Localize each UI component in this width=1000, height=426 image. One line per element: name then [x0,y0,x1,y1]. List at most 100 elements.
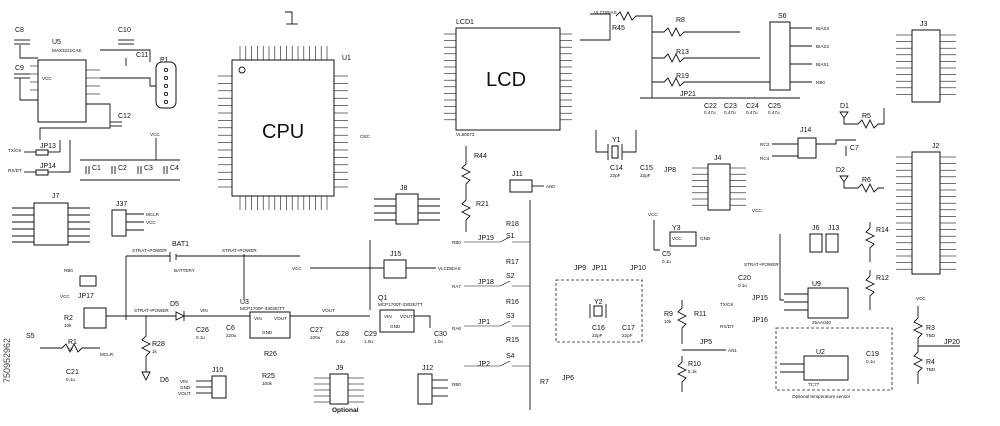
c5-val: 0.1u [662,259,671,264]
jp10-ref: JP10 [630,265,646,272]
strat-power-bat-label-l: STRAT+POWER [132,248,167,253]
battery-label: BATTERY [174,268,195,273]
r4-val: TBD [926,367,936,372]
r18-ref: R18 [506,221,519,228]
cpu-pins-bottom [239,196,328,210]
r4-ref: R4 [926,359,935,366]
q1-gnd-label: GND [390,324,401,329]
jp1-ref: JP1 [478,319,490,326]
lcd-pins [444,33,572,121]
c16-ref: C16 [592,325,605,332]
c14-val: 22pF [610,173,621,178]
c28-ref: C28 [336,331,349,338]
j2-header: J2 [896,143,956,275]
j10-ref: J10 [212,367,223,374]
q1-ref: Q1 [378,295,387,302]
y3-ref: Y3 [672,225,681,232]
r8-ref: R8 [676,17,685,24]
jp20-ref: JP20 [944,339,960,346]
vin-label: VIN [200,308,208,313]
r9-ref: R9 [664,311,673,318]
c9-ref: C9 [15,65,24,72]
jp18-ref: JP18 [478,279,494,286]
cpu-pins-left [218,75,232,188]
jp9-ref: JP9 [574,265,586,272]
u5-section: U5 MAX3221CAE VCC C8 C9 C10 C11 C12 P1 T… [8,27,180,181]
r3-val: TBD [926,333,936,338]
s5-ref: S5 [26,333,35,340]
u2-section: U2 TC77 Optional temperature sensor C19 … [775,327,893,399]
j8-ref: J8 [400,185,408,192]
j3-ref: J3 [920,21,928,28]
switch-contact [499,360,511,367]
c7-ref: C7 [850,145,859,152]
bias1-label: BIAS1 [816,62,829,67]
jp5-ref: JP5 [700,339,712,346]
q1-out-label: VOUT [400,314,413,319]
y2-osc-section: JP9 JP11 JP10 Y2 C16 C17 22pF 22pF [555,265,646,343]
r1-ref: R1 [68,339,77,346]
j37-vcc-label: VCC [146,220,156,225]
j6-ref: J6 [812,225,820,232]
ladder-rungs [464,236,530,367]
j10-gnd-label: GND [180,385,191,390]
r14-ref: R14 [876,227,889,234]
u5-vcc-pin-label: VCC [42,76,52,81]
y1-ref: Y1 [612,137,621,144]
optional-label: Optional [332,407,359,414]
c20-val: 0.1u [738,283,747,288]
r44-ref: R44 [474,153,487,160]
c19-val: 0.1u [866,359,875,364]
c12-ref: C12 [118,113,131,120]
strat-power-bat-label-r: STRAT+POWER [222,248,257,253]
txck-label: TX/CK [8,148,22,153]
r25-val: 100k [262,381,273,386]
led-section: D1 R5 J14 RC3 RC4 C7 D2 R6 [760,103,885,194]
j10-vout-label: VOUT [178,391,191,396]
r10-ref: R10 [688,361,701,368]
j3-pins [896,34,956,95]
c22-val: 0.47u [704,110,716,115]
u3-gnd-label: GND [262,330,273,335]
j2-ref: J2 [932,143,940,150]
u3-ref: U3 [240,299,249,306]
switch-contact [499,320,511,327]
u5-ref: U5 [52,39,61,46]
r17-ref: R17 [506,259,519,266]
u5-part: MAX3221CAE [52,48,82,53]
y1-osc-section: Y1 C14 C15 22pF 22pF JP8 [595,130,676,178]
jp17-ref: JP17 [78,293,94,300]
c14-ref: C14 [610,165,623,172]
j9-ref: J9 [336,365,344,372]
r12-ref: R12 [876,275,889,282]
c6-ref: C6 [226,325,235,332]
r28-ref: R28 [152,341,165,348]
lcd-label: LCD [486,69,526,91]
j9-pins [314,377,364,403]
u3-part: MCP1700F-3302E/TT [240,306,285,311]
j4-header: J4 VCC [692,155,762,213]
r9-val: 10k [664,319,672,324]
u2-part: TC77 [808,382,820,387]
c6-val: 220u [226,333,237,338]
j15-ref: J15 [390,251,401,258]
rxdt-u9-label: RX/DT [720,324,734,329]
d5-ref: D5 [170,301,179,308]
r11-ref: R11 [694,311,706,318]
c1-ref: C1 [92,165,101,172]
c24-val: 0.47u [746,110,758,115]
rb0-jp17-label: RB0 [64,268,73,273]
d6-ref: D6 [160,377,169,384]
cpu-chip: CPU U1 OSC [218,11,371,210]
c17-ref: C17 [622,325,635,332]
c27-ref: C27 [310,327,323,334]
j10-vin-label: VIN [180,379,188,384]
j7-header: J7 J37 MCLR VCC [12,193,160,246]
d2-ref: D2 [836,167,845,174]
jp6-ref: JP6 [562,375,574,382]
rc3-label: RC3 [760,142,770,147]
y3-gnd-pin: GND [700,236,711,241]
vlcdbias-top-label: VLCDBIAS [594,10,617,15]
lcd-chip: LCD LCD1 VL50073 [444,13,611,137]
